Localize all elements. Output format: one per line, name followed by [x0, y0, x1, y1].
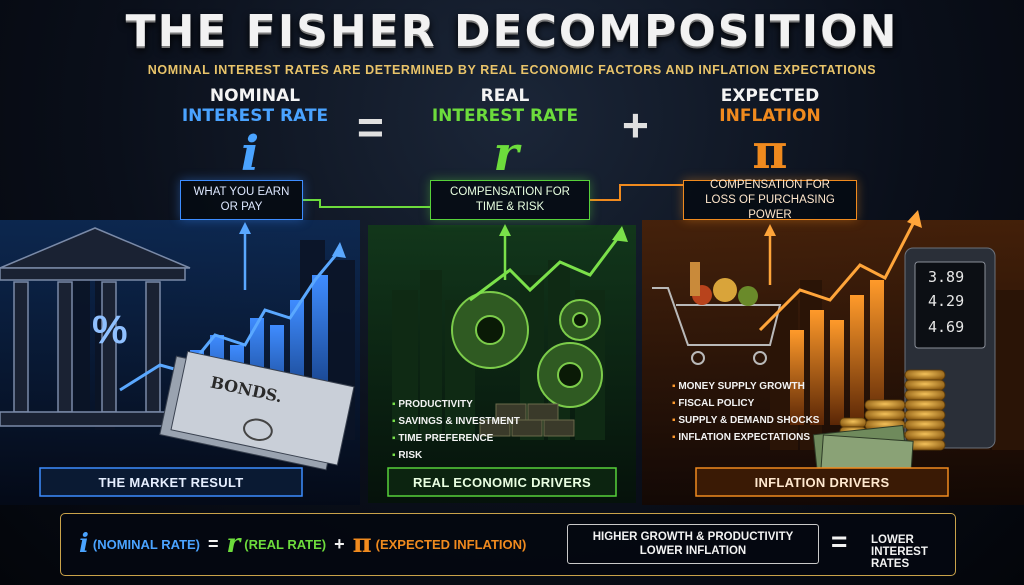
- pi-word: (EXPECTED INFLATION): [375, 536, 527, 552]
- inflation-definition-box: COMPENSATION FOR LOSS OF PURCHASING POWE…: [683, 179, 857, 221]
- real-term: REAL INTEREST RATE: [431, 86, 579, 126]
- nominal-footer-label: THE MARKET RESULT: [98, 474, 244, 490]
- list-item: MONEY SUPPLY GROWTH: [672, 378, 819, 395]
- list-item: INFLATION EXPECTATIONS: [672, 429, 819, 446]
- list-item: RISK: [392, 447, 520, 464]
- real-definition-box: COMPENSATION FOR TIME & RISK: [430, 180, 590, 220]
- page-subtitle: NOMINAL INTEREST RATES ARE DETERMINED BY…: [147, 63, 877, 77]
- percent-sign: %: [92, 308, 128, 352]
- list-item: FISCAL POLICY: [672, 395, 819, 412]
- list-item: SUPPLY & DEMAND SHOCKS: [672, 412, 819, 429]
- bonds-icon: [159, 350, 355, 471]
- nominal-trend-line: [119, 249, 342, 392]
- list-item: PRODUCTIVITY: [392, 396, 520, 413]
- r-symbol: r: [226, 529, 241, 559]
- equation-bar: i (NOMINAL RATE) = r (REAL RATE) + π (EX…: [60, 513, 956, 576]
- list-item: TIME PREFERENCE: [392, 430, 520, 447]
- nominal-term: NOMINAL INTEREST RATE: [181, 86, 329, 126]
- cart-icon: [652, 287, 782, 365]
- inflation-footer-label: INFLATION DRIVERS: [754, 474, 890, 490]
- real-trend-line: [469, 234, 622, 302]
- equals-operator: =: [357, 101, 384, 153]
- i-symbol: i: [79, 529, 89, 559]
- gas-price-3: 4.69: [928, 318, 965, 336]
- nominal-definition-box: WHAT YOU EARN OR PAY: [180, 180, 303, 220]
- gas-price-1: 3.89: [928, 268, 965, 286]
- inflation-drivers-list: MONEY SUPPLY GROWTH FISCAL POLICY SUPPLY…: [672, 378, 819, 446]
- equation-equals: =: [208, 533, 219, 554]
- gas-price-2: 4.29: [928, 292, 965, 310]
- inflation-trend-line: [758, 219, 917, 332]
- inflation-symbol: π: [752, 124, 788, 180]
- pi-symbol: π: [352, 529, 372, 559]
- r-word: (REAL RATE): [244, 536, 327, 552]
- conclusion-box: HIGHER GROWTH & PRODUCTIVITY LOWER INFLA…: [567, 524, 819, 564]
- bank-icon: [0, 227, 191, 427]
- real-footer-label: REAL ECONOMIC DRIVERS: [413, 474, 591, 490]
- list-item: SAVINGS & INVESTMENT: [392, 413, 520, 430]
- inflation-term: EXPECTED INFLATION: [719, 86, 821, 126]
- gears-icon: [451, 291, 603, 408]
- conclusion-result: LOWER INTEREST RATES: [871, 534, 928, 570]
- real-symbol: r: [493, 126, 519, 182]
- coins-icon: [839, 369, 946, 451]
- i-word: (NOMINAL RATE): [92, 536, 201, 552]
- equation-plus: +: [334, 533, 345, 554]
- page-title: THE FISHER DECOMPOSITION: [125, 6, 899, 57]
- fisher-equation: i (NOMINAL RATE) = r (REAL RATE) + π (EX…: [79, 514, 534, 574]
- nominal-symbol: i: [240, 126, 260, 182]
- conclusion-equals: =: [831, 526, 848, 557]
- banknotes-icon: [812, 424, 914, 478]
- real-drivers-list: PRODUCTIVITY SAVINGS & INVESTMENT TIME P…: [392, 396, 520, 464]
- plus-operator: +: [622, 99, 649, 151]
